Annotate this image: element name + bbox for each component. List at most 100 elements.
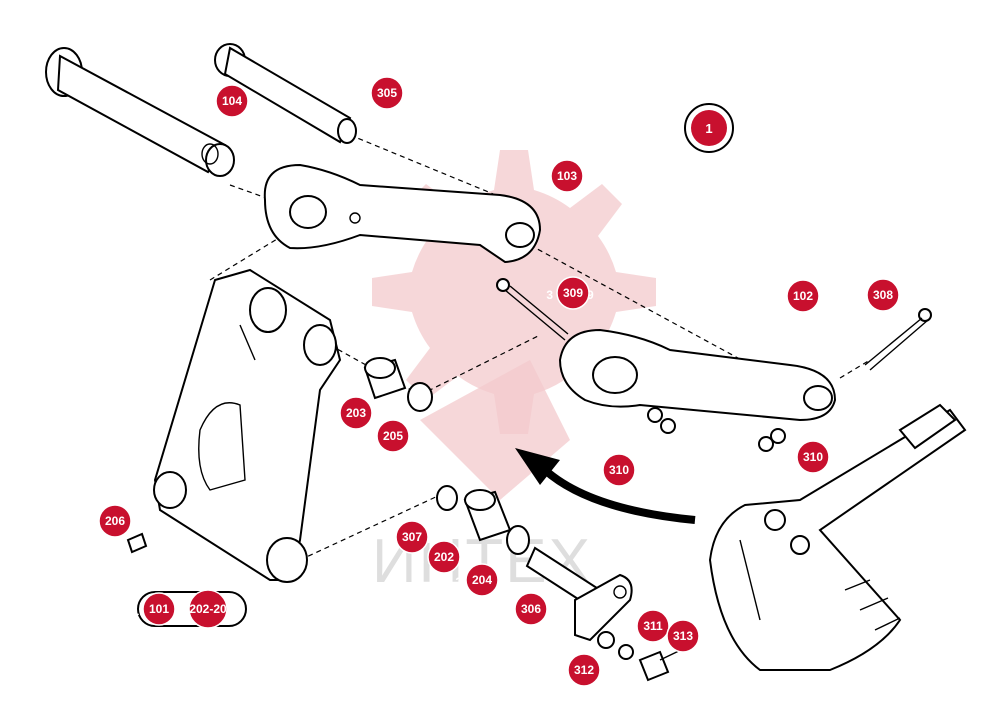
- bushing-202: [463, 489, 512, 542]
- callout-c306[interactable]: 3 6 306: [504, 592, 552, 626]
- callout-badge-label: 204: [472, 573, 492, 587]
- callout-suffix: 6: [545, 604, 552, 618]
- callout-badge-dot: [567, 653, 601, 687]
- callout-c202[interactable]: 2 2 202: [417, 540, 465, 574]
- callout-prefix: 3: [557, 665, 564, 679]
- callout-prefix: 3: [504, 604, 511, 618]
- bolt-313: [638, 647, 686, 682]
- callout-badge-label: 310: [803, 450, 823, 464]
- callout-suffix: 2: [817, 291, 824, 305]
- callout-prefix: 1: [205, 96, 212, 110]
- callout-prefix: 3: [385, 532, 392, 546]
- callout-badge-dot: [98, 504, 132, 538]
- callout-c312[interactable]: 3 2 312: [557, 653, 605, 687]
- link-arm-102: [558, 328, 837, 422]
- frame-bracket-101: [153, 268, 342, 583]
- callout-prefix: 2: [417, 552, 424, 566]
- callout-badge-dot: [370, 76, 404, 110]
- callout-badge-label: 306: [521, 602, 541, 616]
- callout-badge-label: 309: [563, 286, 583, 300]
- svg-text:1: 1: [705, 121, 712, 136]
- callout-c311[interactable]: 31311: [626, 609, 674, 643]
- callout-badge-label: 308: [873, 288, 893, 302]
- excavator-bucket-illustration: [708, 403, 967, 671]
- callout-badge-label: 312: [574, 663, 594, 677]
- callout-c204[interactable]: 2 4 204: [455, 563, 503, 597]
- direction-arrow: [515, 448, 696, 524]
- washer-312: [597, 631, 615, 649]
- callout-badge-dot: [666, 619, 700, 653]
- callout-suffix: 2: [598, 665, 605, 679]
- callout-badge-dot: [602, 453, 636, 487]
- callout-suffix: 9: [587, 288, 594, 302]
- callout-badge-dot: [142, 592, 176, 626]
- callout-group-outline: [137, 591, 247, 627]
- callout-badge-label: 206: [105, 514, 125, 528]
- callout-prefix: 2: [88, 516, 95, 530]
- link-arm-103: [263, 163, 542, 264]
- callout-badge-dot: [395, 520, 429, 554]
- callout-badge-dot: [636, 609, 670, 643]
- callout-suffix: 7: [426, 532, 433, 546]
- pin-104: [45, 47, 235, 177]
- callout-badge-label: 205: [383, 429, 403, 443]
- callout-prefix: 3: [626, 621, 633, 635]
- callout-prefix: 2: [329, 408, 336, 422]
- callout-prefix: 3: [360, 88, 367, 102]
- pin-306: [525, 546, 633, 642]
- callout-prefix: 1: [132, 604, 139, 618]
- callout-badge-label: 313: [673, 629, 693, 643]
- bushing-203: [363, 357, 407, 400]
- callout-badge-label: 101: [149, 602, 169, 616]
- callout-badge-label: 103: [557, 169, 577, 183]
- callout-badge-dot: [215, 84, 249, 118]
- callout-prefix: 3: [592, 465, 599, 479]
- callout-prefix: 2: [178, 604, 185, 618]
- callout-c308[interactable]: 3 3 308: [856, 278, 904, 312]
- washer-311: [618, 644, 634, 660]
- callout-badge-dot: [188, 589, 228, 629]
- callout-badge-label: 202: [434, 550, 454, 564]
- callout-prefix: 2: [366, 431, 373, 445]
- callout-badge-label: 102: [793, 289, 813, 303]
- callout-prefix: 2: [455, 575, 462, 589]
- callout-c310b[interactable]: 3 0 310: [786, 440, 834, 474]
- bolt-309: [496, 278, 569, 341]
- callout-suffix: 0: [633, 465, 640, 479]
- callout-prefix: 1: [540, 171, 547, 185]
- callout-suffix: 0 6: [225, 604, 242, 618]
- callout-badge-dot: [427, 540, 461, 574]
- assembly-number-badge[interactable]: 1: [684, 103, 734, 153]
- callout-suffix: 4: [496, 575, 503, 589]
- callout-suffix: 2: [458, 552, 465, 566]
- callout-c101[interactable]: 1 101: [132, 592, 176, 626]
- callout-badge-dot: [866, 278, 900, 312]
- callout-badge-dot: [465, 563, 499, 597]
- callout-suffix: 1: [246, 96, 253, 110]
- callout-badge-dot: [796, 440, 830, 474]
- callout-badge-label: 307: [402, 530, 422, 544]
- nuts-310-lower: [758, 428, 786, 452]
- callout-suffix: 3: [897, 290, 904, 304]
- callout-badge-dot: [339, 396, 373, 430]
- ring-307: [436, 485, 458, 511]
- callout-badge-label: 311: [643, 619, 663, 633]
- callout-badge-dot: [786, 279, 820, 313]
- callout-suffix: 0: [827, 452, 834, 466]
- callout-badge-label: 202-20: [189, 602, 227, 616]
- callout-c307[interactable]: 3 7 307: [385, 520, 433, 554]
- callout-prefix: 3: [786, 452, 793, 466]
- callout-prefix: 3: [856, 290, 863, 304]
